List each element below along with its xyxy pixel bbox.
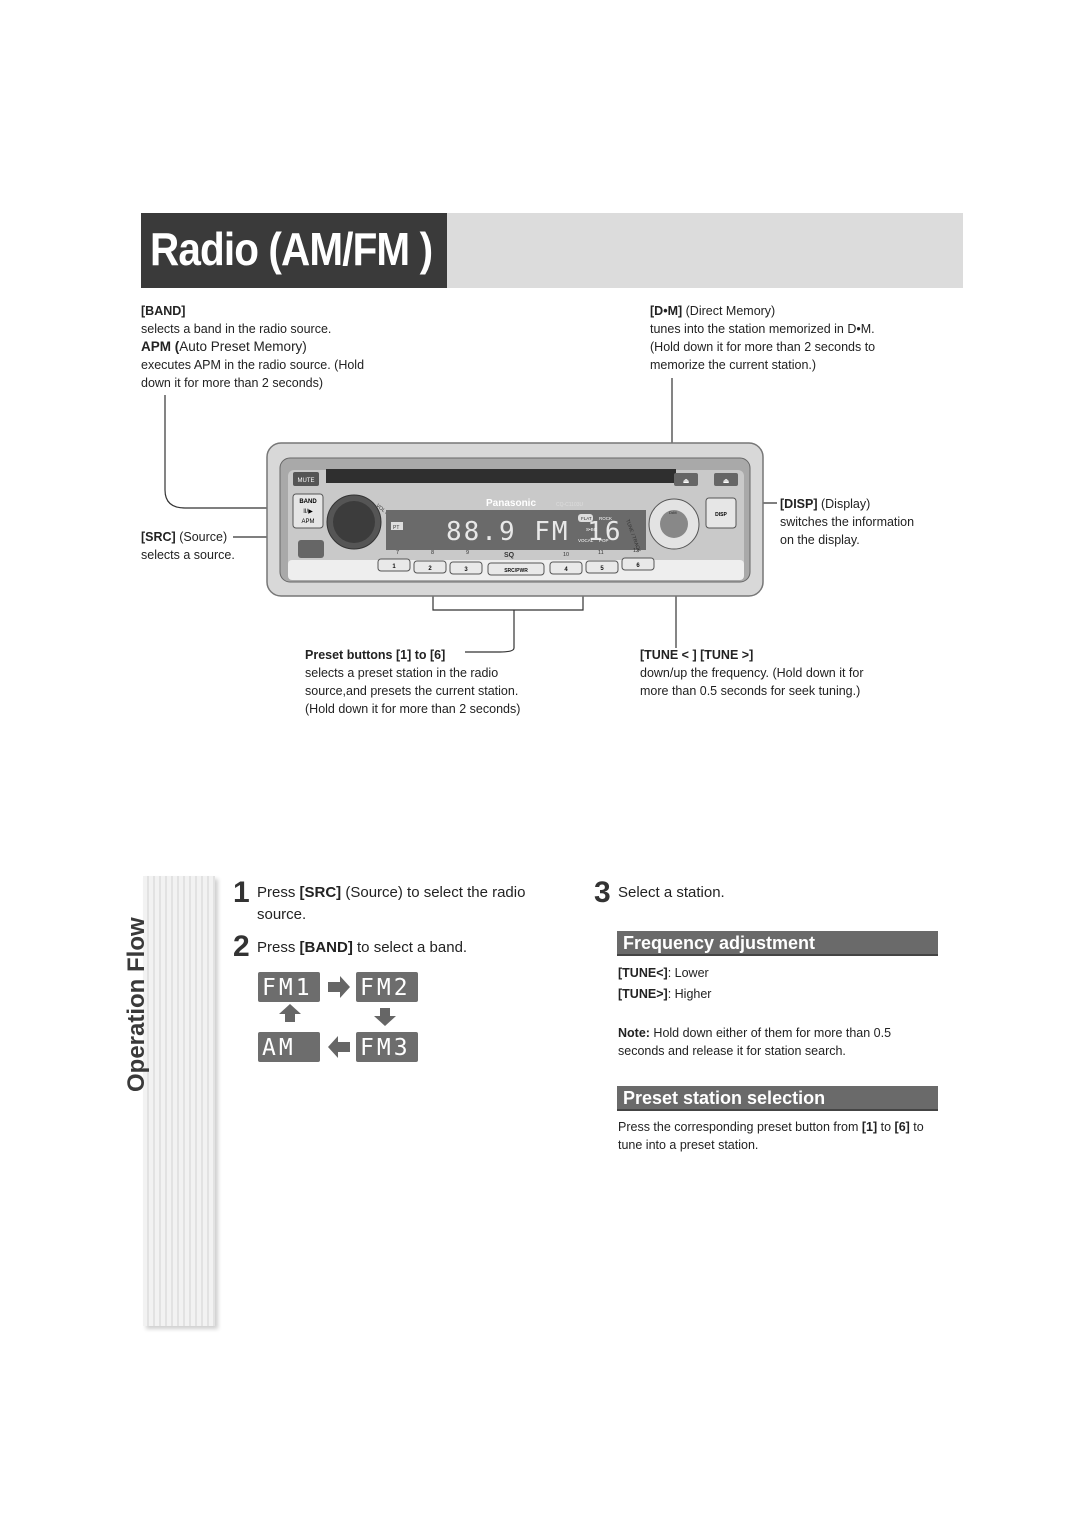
preset-button-3[interactable] xyxy=(449,561,483,575)
src-pwr-button[interactable] xyxy=(487,562,545,576)
apm-button[interactable]: APM xyxy=(301,519,314,525)
svg-text:SRC/PWR: SRC/PWR xyxy=(504,568,528,574)
svg-text:PT: PT xyxy=(393,525,399,531)
band-button[interactable]: BAND xyxy=(299,499,317,505)
release-button[interactable] xyxy=(714,473,738,486)
frequency-readout: 88.9 FM 16 xyxy=(446,517,623,547)
src-label: [SRC] (Source) selects a source. xyxy=(141,530,235,562)
svg-text:7: 7 xyxy=(396,550,399,556)
brand-logo: Panasonic xyxy=(486,498,536,509)
svg-text:S•BC: S•BC xyxy=(586,527,598,532)
svg-text:6: 6 xyxy=(636,563,640,569)
step-2-text: Press [BAND] to select a band. xyxy=(257,939,468,956)
apm-key: APM xyxy=(141,339,171,354)
arrow-right-icon xyxy=(328,976,350,998)
svg-text:3: 3 xyxy=(464,567,468,573)
band-am: AM xyxy=(262,1035,296,1061)
svg-text:10: 10 xyxy=(563,552,569,558)
apm-desc1: executes APM in the radio source. (Hold xyxy=(141,358,365,372)
band-fm3: FM3 xyxy=(360,1035,411,1061)
svg-text:9: 9 xyxy=(466,550,469,556)
frequency-note: Note: Hold down either of them for more … xyxy=(618,1026,892,1058)
arrow-up-icon xyxy=(279,1004,301,1022)
preset-button-2[interactable] xyxy=(413,560,447,574)
disp-button[interactable] xyxy=(705,497,737,529)
step-3-text: Select a station. xyxy=(618,884,725,901)
preset-station-text: Press the corresponding preset button fr… xyxy=(618,1120,924,1152)
svg-text:SQ: SQ xyxy=(504,552,515,559)
leader-lines xyxy=(164,378,777,653)
apm-desc2: down it for more than 2 seconds) xyxy=(141,376,324,390)
apm-name: Auto Preset Memory) xyxy=(179,339,307,354)
svg-text:2: 2 xyxy=(428,566,432,572)
mute-button[interactable]: MUTE xyxy=(298,478,315,484)
lcd-display xyxy=(386,510,646,550)
src-button[interactable] xyxy=(298,540,324,558)
dm-label: [D•M] (Direct Memory) tunes into the sta… xyxy=(650,304,876,372)
band-label: [BAND] selects a band in the radio sourc… xyxy=(141,304,365,390)
frequency-adjustment-heading: Frequency adjustment xyxy=(617,931,938,956)
arrow-down-icon xyxy=(374,1008,396,1026)
car-stereo-faceplate: MUTE BAND II/▶ APM VOL PUSH SEL Panasoni… xyxy=(266,442,764,597)
step-2-number: 2 xyxy=(233,930,250,963)
title-block xyxy=(141,213,447,288)
preset-label: Preset buttons [1] to [6] selects a pres… xyxy=(305,648,521,716)
preset-station-heading: Preset station selection xyxy=(617,1086,938,1111)
eject-button[interactable] xyxy=(674,473,698,486)
svg-text:POP: POP xyxy=(599,538,609,543)
side-stripe xyxy=(143,876,215,1326)
dm-button[interactable]: D•M xyxy=(669,510,677,515)
svg-text:⏏: ⏏ xyxy=(683,478,690,485)
band-fm1: FM1 xyxy=(262,975,313,1001)
preset-button-6[interactable] xyxy=(621,557,655,571)
page-title: Radio (AM/FM ) xyxy=(150,223,433,275)
svg-text:8: 8 xyxy=(431,550,434,556)
step-1-number: 1 xyxy=(233,876,250,909)
preset-button-5[interactable] xyxy=(585,560,619,574)
disp-label: [DISP] (Display) switches the informatio… xyxy=(780,497,915,547)
band-cycle-diagram: FM1 FM2 AM FM3 xyxy=(258,970,418,1062)
band-desc: selects a band in the radio source. xyxy=(141,322,332,336)
band-fm2: FM2 xyxy=(360,975,411,1001)
svg-text:⏏: ⏏ xyxy=(723,478,730,485)
play-pause-button[interactable]: II/▶ xyxy=(303,509,313,515)
preset-button-4[interactable] xyxy=(549,561,583,575)
tune-label: [TUNE < ] [TUNE >] down/up the frequency… xyxy=(640,648,864,698)
frequency-tune-keys: [TUNE<]: Lower [TUNE>]: Higher xyxy=(618,966,712,1001)
svg-text:ROCK: ROCK xyxy=(599,516,612,521)
preset-top-numbers: 7 8 9 10 11 12 xyxy=(396,548,639,558)
svg-text:12: 12 xyxy=(633,548,639,554)
step-3-number: 3 xyxy=(594,876,611,909)
arrow-left-icon xyxy=(328,1036,350,1058)
svg-text:1: 1 xyxy=(392,564,396,570)
operation-flow-label: Operation Flow xyxy=(123,917,150,1092)
svg-text:11: 11 xyxy=(598,550,604,556)
svg-text:4: 4 xyxy=(564,567,568,573)
preset-button-1[interactable] xyxy=(377,558,411,572)
svg-text:FLAT: FLAT xyxy=(581,516,592,521)
svg-text:DISP: DISP xyxy=(715,512,727,518)
model-number: CQ-C1103U xyxy=(556,502,584,508)
band-key: [BAND] xyxy=(141,304,186,318)
step-1-text: Press [SRC] (Source) to select the radio… xyxy=(257,884,526,923)
svg-text:VOCAL: VOCAL xyxy=(578,538,594,543)
svg-text:5: 5 xyxy=(600,566,604,572)
